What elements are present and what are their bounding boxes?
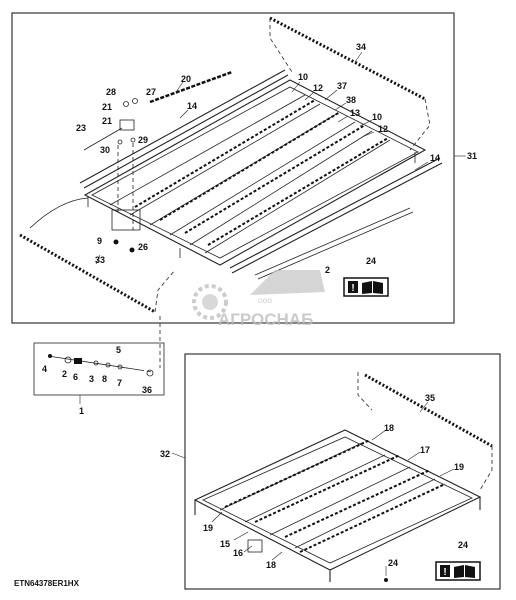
callout-23: 23 [76, 123, 86, 133]
callout-14-b: 14 [430, 153, 440, 163]
callout-34: 34 [356, 42, 366, 52]
callout-16: 16 [233, 548, 243, 558]
callout-4: 4 [42, 364, 47, 374]
callout-10-b: 10 [372, 112, 382, 122]
callout-18-b: 18 [266, 560, 276, 570]
callout-13: 13 [350, 108, 360, 118]
callout-2: 2 [325, 265, 330, 275]
callout-28: 28 [106, 87, 116, 97]
assembly-32-frame [184, 353, 501, 590]
kit-1-frame [33, 342, 165, 396]
linkage-assembly [83, 98, 141, 253]
callout-1: 1 [79, 406, 84, 416]
callout-19-b: 19 [203, 523, 213, 533]
platform-bottom [193, 429, 482, 582]
callout-2-kit: 2 [62, 369, 67, 379]
callout-30: 30 [100, 145, 110, 155]
callout-31: 31 [467, 151, 477, 161]
agrosnab-logo: ООО АГРОСНАБ [192, 270, 325, 329]
callout-labels: 1 2 2 3 4 5 6 7 8 9 10 10 12 12 13 14 14… [42, 42, 477, 570]
callout-38: 38 [346, 95, 356, 105]
assembly-31-frame [11, 12, 455, 324]
callout-19-a: 19 [454, 462, 464, 472]
callout-20: 20 [181, 74, 191, 84]
callout-21-a: 21 [102, 102, 112, 112]
rubber-strip-35 [357, 372, 493, 491]
callout-3: 3 [89, 374, 94, 384]
callout-33: 33 [95, 255, 105, 265]
rubber-strip-34 [269, 16, 431, 151]
callout-9: 9 [97, 236, 102, 246]
callout-15: 15 [220, 539, 230, 549]
callout-14-a: 14 [187, 101, 197, 111]
callout-24-a: 24 [366, 256, 376, 266]
callout-5: 5 [116, 345, 121, 355]
watermark-company-name: АГРОСНАБ [218, 310, 313, 329]
platform-top [79, 69, 443, 280]
leaders-top [95, 51, 466, 265]
callout-32: 32 [160, 449, 170, 459]
rubber-strip-33 [19, 197, 176, 314]
callout-6: 6 [73, 372, 78, 382]
leaders-bottom [211, 401, 455, 576]
callout-17: 17 [420, 445, 430, 455]
callout-10-a: 10 [298, 72, 308, 82]
callout-18-a: 18 [384, 423, 394, 433]
callout-24-c: 24 [388, 558, 398, 568]
watermark-company-top: ООО [258, 299, 272, 305]
svg-text:!: ! [443, 567, 446, 578]
callout-12-b: 12 [378, 124, 388, 134]
callout-29: 29 [138, 135, 148, 145]
callout-24-b: 24 [458, 540, 468, 550]
callout-12-a: 12 [313, 83, 323, 93]
warning-manual-icon-top: ! [343, 277, 389, 297]
warning-manual-icon-bottom: ! [435, 561, 481, 581]
kit-1-parts [47, 316, 161, 377]
callout-27: 27 [146, 87, 156, 97]
figure-code: ETN64378ER1HX [14, 579, 80, 588]
svg-text:!: ! [351, 283, 354, 294]
callout-37: 37 [337, 81, 347, 91]
callout-26: 26 [138, 242, 148, 252]
callout-36: 36 [142, 385, 152, 395]
callout-8: 8 [102, 374, 107, 384]
callout-35: 35 [425, 393, 435, 403]
callout-21-b: 21 [102, 116, 112, 126]
callout-7: 7 [117, 378, 122, 388]
